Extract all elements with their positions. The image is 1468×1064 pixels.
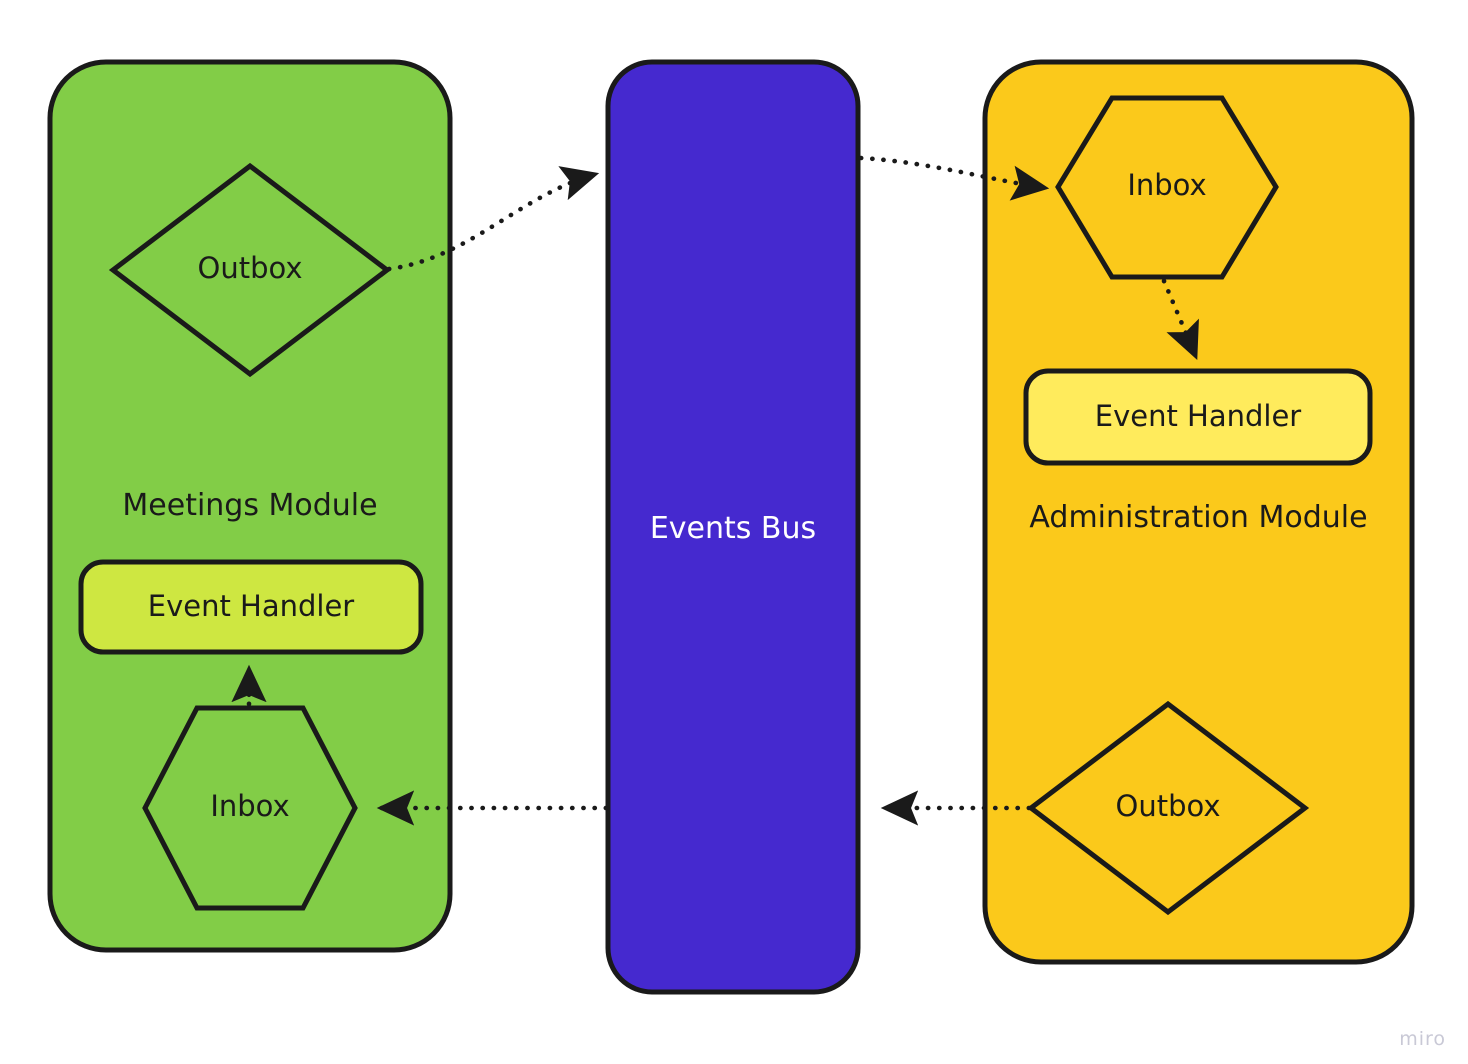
node-meetings-inbox[interactable]: [142, 705, 358, 911]
connection-bus-to-administration-inbox[interactable]: [858, 155, 1050, 201]
module-panel-events-bus[interactable]: [605, 59, 861, 995]
node-administration-inbox[interactable]: [1055, 95, 1279, 280]
module-panel-administration[interactable]: [982, 59, 1415, 965]
connection-meetings-outbox-to-bus[interactable]: [386, 166, 600, 272]
node-administration-outbox[interactable]: [1026, 700, 1310, 916]
node-meetings-event-handler[interactable]: [78, 559, 424, 655]
miro-watermark: miro: [1399, 1028, 1446, 1050]
node-administration-event-handler[interactable]: [1023, 368, 1373, 466]
node-meetings-outbox[interactable]: [108, 162, 392, 378]
connection-administration-inbox-to-handler[interactable]: [1161, 278, 1199, 361]
